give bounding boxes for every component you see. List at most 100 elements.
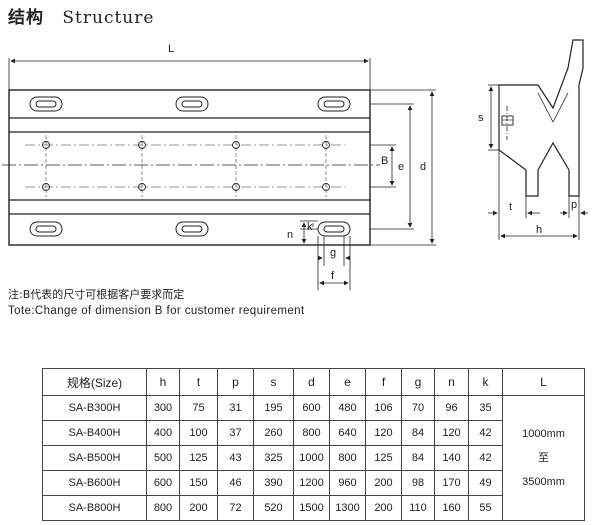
cell: 96 (434, 395, 469, 421)
header-f: f (365, 368, 402, 396)
cell: 160 (434, 495, 469, 521)
cell: 800 (329, 445, 366, 471)
header-p: p (217, 368, 254, 396)
header-e: e (329, 368, 366, 396)
cell: 200 (179, 495, 218, 521)
label-d: d (420, 161, 426, 173)
label-k: k (307, 221, 313, 233)
label-h: h (536, 224, 542, 236)
cell: 1300 (329, 495, 366, 521)
cell: 43 (217, 445, 254, 471)
table-row: SA-B500H 500 125 43 325 1000 800 125 84 … (42, 445, 585, 471)
label-B: B (381, 155, 388, 167)
heading-cn: 结构 (8, 8, 44, 28)
header-size: 规格(Size) (42, 368, 147, 396)
structure-drawing: L (2, 39, 588, 290)
fender-front-view (2, 89, 380, 246)
cell-model: SA-B400H (42, 420, 147, 446)
header-d: d (293, 368, 330, 396)
cell: 600 (293, 395, 330, 421)
cell: 98 (401, 470, 435, 496)
cell: 100 (179, 420, 218, 446)
mounting-slot (317, 96, 351, 112)
cell-L-range: 1000mm 至 3500mm (502, 395, 585, 521)
header-n: n (434, 368, 469, 396)
cell: 106 (365, 395, 402, 421)
cell: 1200 (293, 470, 330, 496)
cell: 75 (179, 395, 218, 421)
note-en: Tote:Change of dimension B for customer … (8, 305, 305, 317)
cell: 37 (217, 420, 254, 446)
cell: 150 (179, 470, 218, 496)
cell: 72 (217, 495, 254, 521)
cell: 110 (401, 495, 435, 521)
cell: 260 (253, 420, 294, 446)
label-g: g (330, 247, 336, 259)
cell: 200 (365, 495, 402, 521)
cell-model: SA-B600H (42, 470, 147, 496)
cell: 390 (253, 470, 294, 496)
cell: 125 (179, 445, 218, 471)
cell-model: SA-B500H (42, 445, 147, 471)
label-n: n (287, 229, 293, 241)
label-p: p (571, 199, 577, 211)
cell: 31 (217, 395, 254, 421)
cell: 140 (434, 445, 469, 471)
fender-side-profile (498, 39, 584, 197)
cell: 55 (468, 495, 503, 521)
L-to: 至 (538, 452, 549, 464)
note-cn: 注:B代表的尺寸可根据客户要求而定 (8, 288, 185, 301)
cell: 120 (365, 420, 402, 446)
mounting-slot (29, 221, 63, 237)
cell: 195 (253, 395, 294, 421)
dim-L: L (8, 43, 371, 90)
cell: 70 (401, 395, 435, 421)
cell: 49 (468, 470, 503, 496)
table-row: SA-B600H 600 150 46 390 1200 960 200 98 … (42, 470, 585, 496)
header-s: s (253, 368, 294, 396)
cell: 800 (293, 420, 330, 446)
cell: 500 (146, 445, 180, 471)
header-h: h (146, 368, 180, 396)
cell: 640 (329, 420, 366, 446)
cell: 400 (146, 420, 180, 446)
cell: 325 (253, 445, 294, 471)
cell: 960 (329, 470, 366, 496)
cell: 42 (468, 420, 503, 446)
table-header-row: 规格(Size) h t p s d e f g n k L (42, 368, 585, 396)
profile-dims (488, 84, 588, 240)
cell: 200 (365, 470, 402, 496)
mounting-slot (175, 221, 209, 237)
table-row: SA-B400H 400 100 37 260 800 640 120 84 1… (42, 420, 585, 446)
header-t: t (179, 368, 218, 396)
mounting-slot (175, 96, 209, 112)
L-max: 3500mm (522, 476, 565, 488)
cell: 1000 (293, 445, 330, 471)
cell: 170 (434, 470, 469, 496)
mounting-slot (29, 96, 63, 112)
cell: 84 (401, 445, 435, 471)
table-row: SA-B300H 300 75 31 195 600 480 106 70 96… (42, 395, 585, 521)
label-s: s (478, 112, 484, 124)
header-L: L (502, 368, 585, 396)
label-f: f (331, 270, 335, 282)
cell: 600 (146, 470, 180, 496)
cell: 800 (146, 495, 180, 521)
dim-B-e-d (370, 89, 436, 246)
cell: 520 (253, 495, 294, 521)
spec-table: 规格(Size) h t p s d e f g n k L SA-B300H … (42, 368, 585, 521)
cell: 35 (468, 395, 503, 421)
section-heading: 结构 Structure (8, 3, 154, 28)
label-L: L (168, 43, 174, 55)
cell-model: SA-B300H (42, 395, 147, 421)
L-min: 1000mm (522, 428, 565, 440)
label-t: t (509, 201, 512, 213)
cell: 125 (365, 445, 402, 471)
cell: 300 (146, 395, 180, 421)
heading-en: Structure (62, 8, 155, 28)
mounting-slot (317, 221, 351, 237)
cell: 1500 (293, 495, 330, 521)
cell: 42 (468, 445, 503, 471)
header-k: k (468, 368, 503, 396)
label-e: e (398, 161, 404, 173)
